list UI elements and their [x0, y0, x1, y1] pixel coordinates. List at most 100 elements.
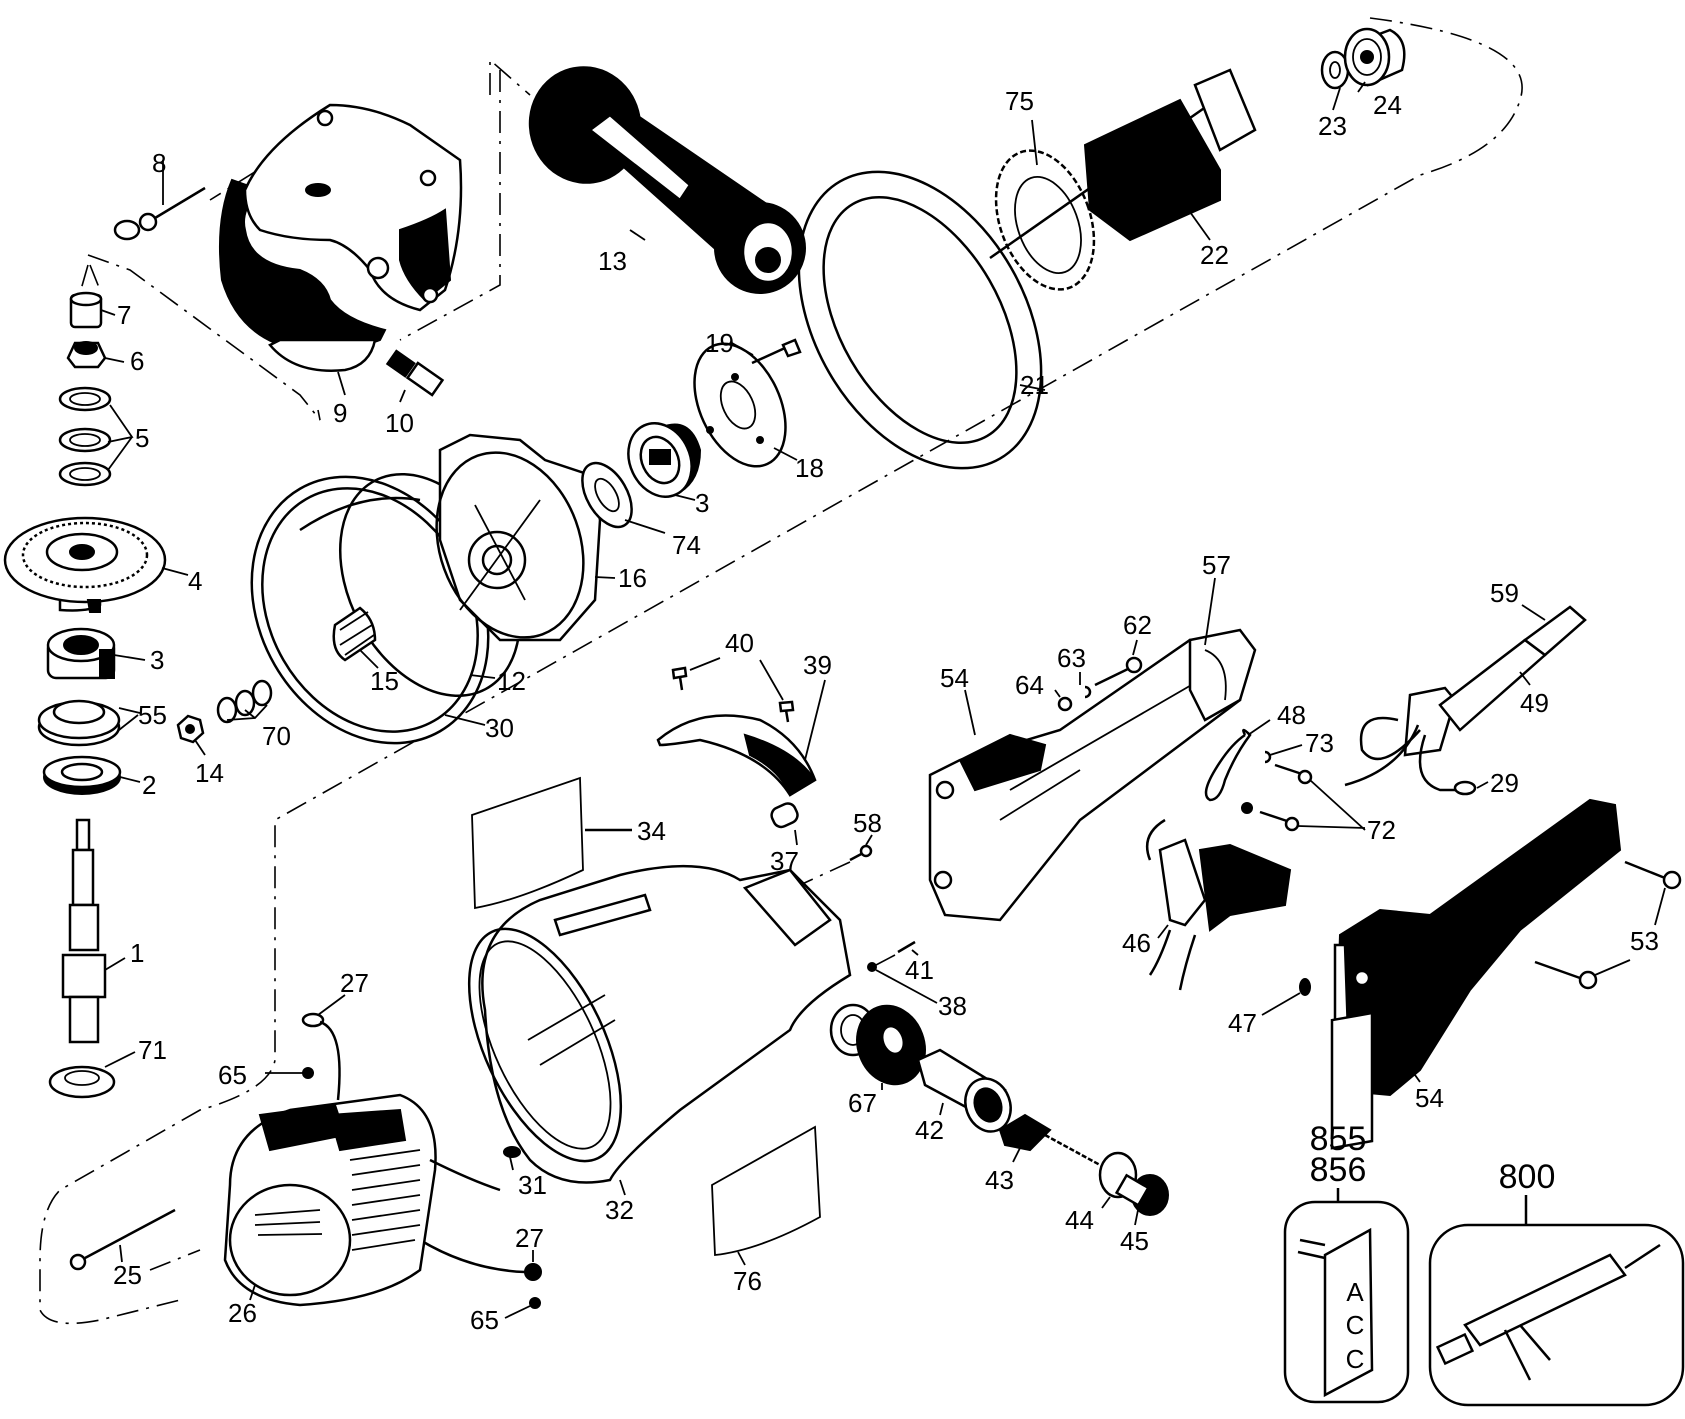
part-65-screw-upper — [265, 1067, 314, 1079]
label-part-18: 18 — [795, 453, 824, 483]
label-part-44: 44 — [1065, 1205, 1094, 1235]
label-part-14: 14 — [195, 758, 224, 788]
label-part-3-upper: 3 — [695, 488, 710, 518]
label-part-63: 63 — [1057, 643, 1086, 673]
part-65-screw-lower — [504, 1297, 541, 1319]
label-part-26: 26 — [228, 1298, 257, 1328]
label-part-73: 73 — [1305, 728, 1334, 758]
card-letter-a: A — [1346, 1277, 1364, 1307]
part-1-spindle — [61, 818, 126, 1044]
label-part-5: 5 — [135, 423, 150, 453]
part-26-field — [223, 1093, 501, 1307]
part-13-side-handle — [528, 66, 806, 294]
label-part-24: 24 — [1373, 90, 1402, 120]
label-part-12: 12 — [497, 666, 526, 696]
part-71-washer — [48, 1051, 136, 1099]
assembly-line-screw25 — [149, 1249, 201, 1271]
label-part-64: 64 — [1015, 670, 1044, 700]
label-part-16: 16 — [618, 563, 647, 593]
part-46-switch — [1145, 818, 1292, 991]
label-kit-855: 855 — [1309, 1120, 1367, 1158]
label-part-46: 46 — [1122, 928, 1151, 958]
part-5-washers — [58, 386, 134, 487]
label-part-39: 39 — [803, 650, 832, 680]
part-74-spacer — [581, 461, 666, 534]
part-27-ground-lead-upper — [301, 994, 346, 1101]
part-9-gear-case — [218, 103, 463, 396]
part-31-plug — [503, 1146, 521, 1171]
label-part-25: 25 — [113, 1260, 142, 1290]
part-4-bevel-gear — [3, 516, 189, 613]
part-76-label — [711, 1125, 821, 1266]
label-part-22: 22 — [1200, 240, 1229, 270]
part-32-motor-housing — [467, 864, 877, 1196]
part-27-ground-lead-lower — [419, 1238, 542, 1281]
label-part-2: 2 — [142, 770, 157, 800]
label-part-71: 71 — [138, 1035, 167, 1065]
part-37-pin — [770, 802, 799, 846]
label-part-70: 70 — [262, 721, 291, 751]
accessory-box-800 — [1428, 1195, 1685, 1407]
label-part-8: 8 — [152, 148, 167, 178]
label-part-72: 72 — [1367, 815, 1396, 845]
label-part-45: 45 — [1120, 1226, 1149, 1256]
label-part-75: 75 — [1005, 86, 1034, 116]
part-62-screw — [1094, 639, 1143, 687]
part-58-screw — [799, 834, 873, 886]
label-part-27-lower: 27 — [515, 1223, 544, 1253]
part-6-lock-nut — [66, 341, 125, 369]
part-22-armature — [989, 68, 1257, 260]
label-kit-856: 856 — [1309, 1151, 1367, 1189]
label-part-19: 19 — [705, 328, 734, 358]
label-part-21: 21 — [1020, 370, 1049, 400]
part-55-seals — [37, 699, 141, 747]
part-38-ball — [867, 954, 938, 1004]
part-14-nut — [176, 714, 206, 756]
label-part-29: 29 — [1490, 768, 1519, 798]
part-8-screw — [113, 160, 206, 241]
label-part-27-upper: 27 — [340, 968, 369, 998]
part-41-spring — [897, 940, 919, 956]
label-part-7: 7 — [117, 300, 132, 330]
card-letter-c2: C — [1345, 1344, 1365, 1374]
part-67-seal — [856, 1004, 926, 1090]
part-54-handle-half-left — [928, 638, 1252, 922]
part-7-spacer-nut — [69, 291, 116, 329]
label-part-53: 53 — [1630, 926, 1659, 956]
part-43-brush — [998, 1113, 1101, 1167]
part-73-retaining-ring — [1264, 744, 1303, 764]
label-part-55: 55 — [138, 700, 167, 730]
label-part-31: 31 — [518, 1170, 547, 1200]
label-part-13: 13 — [598, 246, 627, 276]
part-18-bearing-plate — [693, 342, 798, 468]
label-part-48: 48 — [1277, 700, 1306, 730]
label-part-23: 23 — [1318, 111, 1347, 141]
label-part-54-left: 54 — [940, 663, 969, 693]
card-letter-c1: C — [1345, 1310, 1365, 1340]
part-25-screw — [69, 1208, 176, 1271]
label-part-65-lower: 65 — [470, 1305, 499, 1335]
part-3-bearing-lower — [46, 627, 146, 680]
label-part-49: 49 — [1520, 688, 1549, 718]
part-19-screw — [731, 338, 802, 365]
label-part-42: 42 — [915, 1115, 944, 1145]
part-70-washers — [216, 679, 273, 724]
part-40-screws — [671, 657, 795, 723]
part-47-washer — [1261, 978, 1311, 1016]
label-part-41: 41 — [905, 955, 934, 985]
label-part-6: 6 — [130, 346, 145, 376]
label-part-47: 47 — [1228, 1008, 1257, 1038]
part-34-nameplate — [471, 776, 632, 910]
part-24-bearing — [1343, 27, 1406, 93]
part-3-bearing-upper — [627, 422, 702, 501]
label-part-4: 4 — [188, 566, 203, 596]
part-16-bearing-housing — [435, 433, 616, 642]
label-part-57: 57 — [1202, 550, 1231, 580]
part-59-cord — [1344, 604, 1587, 787]
label-part-37: 37 — [770, 846, 799, 876]
part-10-lock-pin — [385, 349, 445, 403]
part-39-lock-lever — [656, 679, 826, 797]
part-42-brush-holder — [916, 1048, 1012, 1133]
